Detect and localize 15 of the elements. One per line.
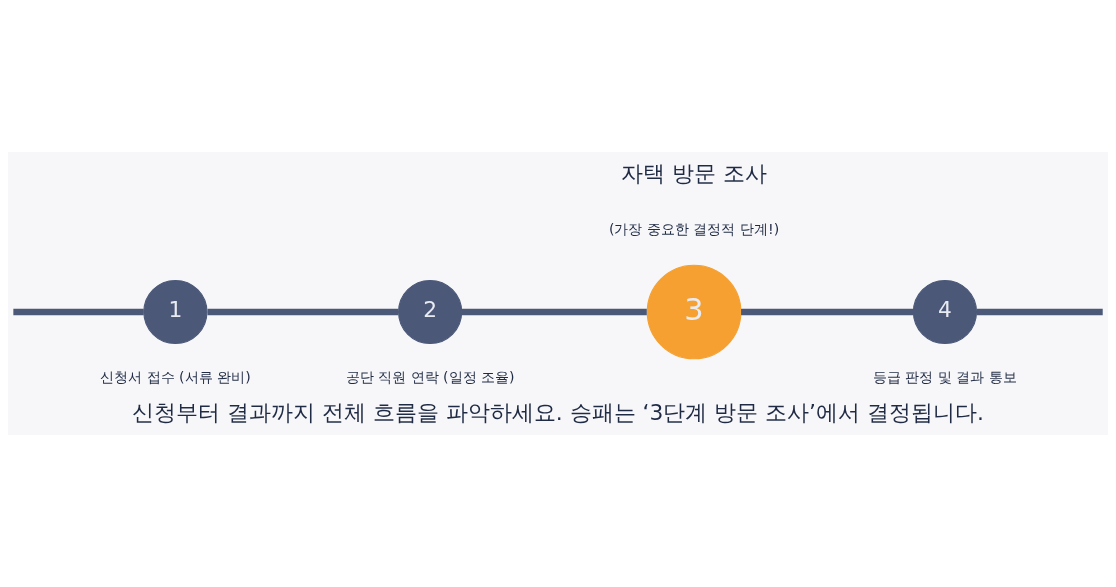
node-label: (가장 중요한 결정적 단계!) xyxy=(608,221,780,238)
node-label: 신청서 접수 (서류 완비) xyxy=(100,369,251,386)
connector xyxy=(207,308,399,316)
connector xyxy=(13,308,144,316)
connector xyxy=(741,308,914,316)
node-label: 공단 직원 연락 (일정 조율) xyxy=(345,369,515,386)
connector xyxy=(976,308,1103,316)
node-circle: 1 xyxy=(143,279,208,345)
node-circle: 2 xyxy=(398,279,463,345)
node-circle: 3 xyxy=(646,264,742,360)
node-label: 자택 방문 조사 xyxy=(621,161,767,187)
connector xyxy=(461,308,647,316)
node-circle: 4 xyxy=(912,279,978,345)
node-label: 등급 판정 및 결과 통보 xyxy=(872,369,1017,386)
caption: 신청부터 결과까지 전체 흐름을 파악하세요. 승패는 ‘3단계 방문 조사’에서 결정됩니다. xyxy=(132,399,984,425)
